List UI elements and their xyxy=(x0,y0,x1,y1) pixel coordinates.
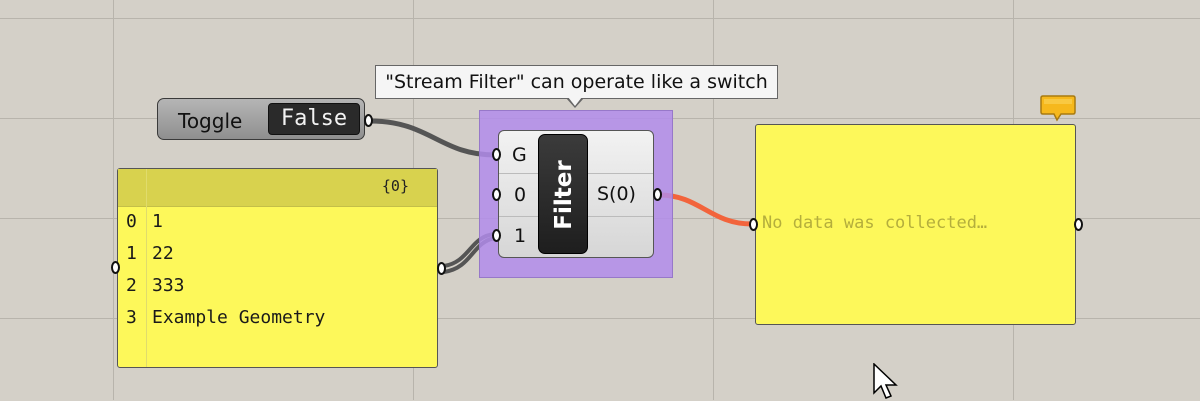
input-port-1[interactable] xyxy=(492,229,501,242)
filter-name: Filter xyxy=(551,160,577,230)
row-value: 1 xyxy=(152,211,163,232)
output-port-s0[interactable] xyxy=(653,188,662,201)
input-port-g[interactable] xyxy=(492,148,501,161)
input-label-g: G xyxy=(512,144,527,166)
row-index: 3 xyxy=(126,307,137,328)
panel-row: 3 Example Geometry xyxy=(118,305,437,335)
grid-line xyxy=(0,18,1200,19)
output-panel-input-port[interactable] xyxy=(749,218,758,231)
row-index: 0 xyxy=(126,211,137,232)
filter-nickname-block[interactable]: Filter xyxy=(538,134,588,254)
toggle-value[interactable]: False xyxy=(268,103,360,135)
row-index: 1 xyxy=(126,243,137,264)
output-panel[interactable]: No data was collected… xyxy=(755,124,1076,325)
output-label: S(0) xyxy=(597,183,636,205)
panel-header: {0} xyxy=(118,169,437,207)
input-label-0: 0 xyxy=(514,184,527,206)
panel-row: 1 22 xyxy=(118,241,437,271)
tooltip: "Stream Filter" can operate like a switc… xyxy=(375,65,778,99)
panel-index-separator xyxy=(146,169,147,367)
tooltip-tail-fill xyxy=(568,97,582,106)
panel-output-port[interactable] xyxy=(437,262,446,275)
grid-line xyxy=(0,318,1200,319)
panel-row: 2 333 xyxy=(118,273,437,303)
grid-line xyxy=(713,0,714,400)
boolean-toggle[interactable]: Toggle False xyxy=(157,98,365,140)
output-panel-message: No data was collected… xyxy=(762,213,988,233)
output-panel-output-port[interactable] xyxy=(1074,218,1083,231)
input-port-0[interactable] xyxy=(492,188,501,201)
data-panel[interactable]: {0} 0 1 1 22 2 333 3 Example Geometry xyxy=(117,168,438,368)
row-value: Example Geometry xyxy=(152,307,326,328)
toggle-output-port[interactable] xyxy=(364,114,373,127)
row-index: 2 xyxy=(126,275,137,296)
mouse-cursor-icon xyxy=(873,363,898,399)
input-label-1: 1 xyxy=(514,225,527,247)
wire-toggle-to-g[interactable] xyxy=(369,118,496,158)
toggle-label: Toggle xyxy=(178,109,243,133)
row-value: 22 xyxy=(152,243,174,264)
panel-input-port[interactable] xyxy=(111,261,120,274)
comment-icon[interactable] xyxy=(1040,94,1076,122)
panel-path: {0} xyxy=(381,177,409,195)
row-value: 333 xyxy=(152,275,185,296)
grid-line xyxy=(113,0,114,400)
panel-row: 0 1 xyxy=(118,209,437,239)
